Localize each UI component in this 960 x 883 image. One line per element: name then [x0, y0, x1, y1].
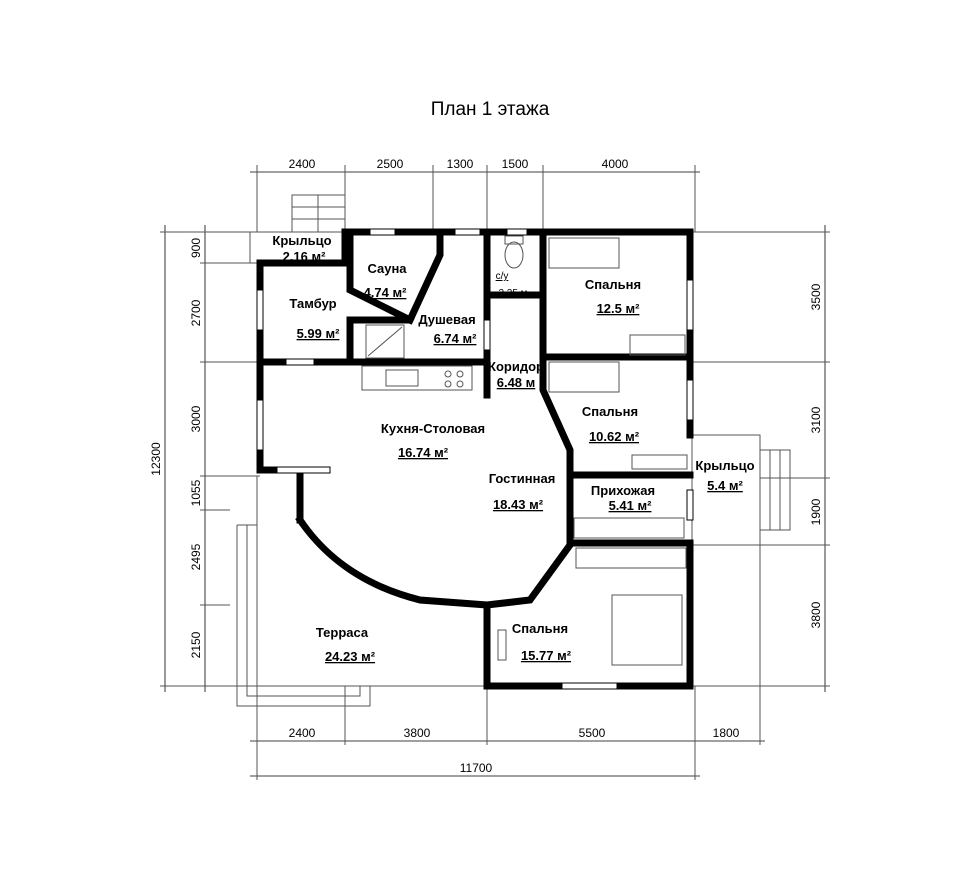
dim-label: 3500	[809, 283, 823, 310]
dim-label: 3800	[404, 726, 431, 740]
bottom-dimensions: 2400 3800 5500 1800 11700	[289, 726, 740, 775]
furniture	[361, 235, 688, 666]
room-area: 2.16 м²	[283, 249, 327, 264]
dim-label: 5500	[579, 726, 606, 740]
room-bedroom-3: Спальня 15.77 м²	[512, 621, 572, 663]
room-area: 6.48 м	[497, 375, 536, 390]
room-area: 10.62 м²	[589, 429, 640, 444]
dim-label: 3800	[809, 601, 823, 628]
room-name: Спальня	[582, 404, 638, 419]
dim-label: 1300	[447, 157, 474, 171]
dim-label: 900	[189, 238, 203, 258]
dim-label: 1055	[189, 479, 203, 506]
room-name: Душевая	[418, 312, 475, 327]
room-area: 2.25 м	[498, 288, 527, 299]
room-area: 4.74 м²	[364, 285, 408, 300]
room-wc: с/у 2.25 м	[496, 271, 528, 299]
room-name: Сауна	[367, 261, 407, 276]
dim-label: 4000	[602, 157, 629, 171]
dim-label: 2400	[289, 157, 316, 171]
room-area: 5.41 м²	[609, 498, 653, 513]
dim-label: 2150	[189, 631, 203, 658]
room-name: Крыльцо	[272, 233, 331, 248]
room-porch-large: Крыльцо 5.4 м²	[695, 458, 754, 493]
room-area: 12.5 м²	[597, 301, 641, 316]
room-name: Гостинная	[489, 471, 556, 486]
plan-title: План 1 этажа	[431, 99, 550, 120]
dim-label: 2495	[189, 543, 203, 570]
porch-and-terrace-outlines	[236, 194, 791, 707]
dim-label: 3100	[809, 406, 823, 433]
room-living: Гостинная 18.43 м²	[489, 471, 556, 512]
room-area: 16.74 м²	[398, 445, 449, 460]
dimension-lines	[160, 165, 830, 780]
room-area: 6.74 м²	[434, 331, 478, 346]
room-name: Тамбур	[289, 296, 336, 311]
room-vestibule: Тамбур 5.99 м²	[289, 296, 340, 341]
dim-label: 1800	[713, 726, 740, 740]
room-name: с/у	[496, 271, 509, 282]
room-name: Спальня	[512, 621, 568, 636]
room-sauna: Сауна 4.74 м²	[364, 261, 408, 300]
dim-label: 2400	[289, 726, 316, 740]
room-name: Спальня	[585, 277, 641, 292]
room-name: Кухня-Столовая	[381, 421, 485, 436]
dim-total: 11700	[460, 761, 493, 775]
room-terrace: Терраса 24.23 м²	[316, 625, 376, 664]
room-area: 5.4 м²	[707, 478, 743, 493]
dim-label: 2700	[189, 299, 203, 326]
right-dimensions: 3500 3100 1900 3800	[809, 283, 823, 628]
dim-label: 1500	[502, 157, 529, 171]
dim-label: 3000	[189, 405, 203, 432]
room-area: 18.43 м²	[493, 497, 544, 512]
room-bedroom-1: Спальня 12.5 м²	[585, 277, 641, 316]
room-bedroom-2: Спальня 10.62 м²	[582, 404, 640, 444]
room-area: 15.77 м²	[521, 648, 572, 663]
room-name: Терраса	[316, 625, 369, 640]
left-dimensions: 900 2700 3000 1055 2495 2150 12300	[149, 238, 203, 659]
room-name: Коридор	[488, 359, 544, 374]
dim-label: 1900	[809, 498, 823, 525]
dim-total: 12300	[149, 442, 163, 476]
room-kitchen-dining: Кухня-Столовая 16.74 м²	[381, 421, 485, 460]
room-area: 5.99 м²	[297, 326, 341, 341]
room-area: 24.23 м²	[325, 649, 376, 664]
dim-label: 2500	[377, 157, 404, 171]
room-name: Крыльцо	[695, 458, 754, 473]
room-shower: Душевая 6.74 м²	[418, 312, 477, 346]
room-name: Прихожая	[591, 483, 655, 498]
top-dimensions: 2400 2500 1300 1500 4000	[289, 157, 629, 171]
windows	[256, 228, 694, 690]
